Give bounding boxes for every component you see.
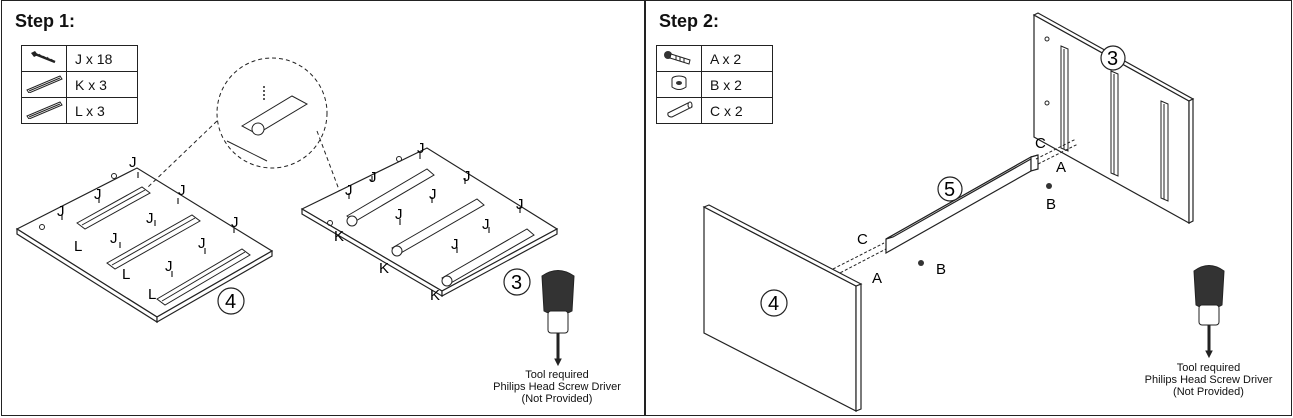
part-label: L x 3	[66, 97, 138, 124]
step2-panel: Step 2: A x 2 B x 2 C x 2	[645, 0, 1292, 416]
part-label: B x 2	[701, 71, 773, 98]
callout-j: J	[110, 230, 118, 247]
callout-a: A	[872, 270, 882, 287]
panel-number-3: 3	[1107, 48, 1118, 70]
panel-number-circle	[503, 268, 531, 296]
callout-j: J	[178, 182, 186, 199]
drawer-slides-right	[346, 168, 535, 287]
tool-not-provided: (Not Provided)	[1173, 386, 1244, 398]
cam-bolt-icon	[656, 45, 702, 72]
fitting-guides	[832, 138, 1079, 276]
callout-j: J	[482, 216, 490, 233]
callout-j: J	[146, 210, 154, 227]
tool-required-label: Tool required	[1176, 362, 1241, 374]
parts-row: J x 18	[21, 45, 138, 72]
tool-required-note: Tool required Philips Head Screw Driver …	[1126, 362, 1291, 398]
step2-illustration: 3 5 C A B C A B	[702, 12, 1225, 412]
step2-parts-list: A x 2 B x 2 C x 2	[656, 45, 773, 124]
panel-number-5: 5	[944, 179, 955, 201]
panel-5-rail	[885, 154, 1039, 255]
wooden-dowel-icon	[656, 97, 702, 124]
tool-required-label: Tool required	[525, 369, 589, 381]
drawer-slides-left	[76, 186, 251, 306]
tool-name: Philips Head Screw Driver	[493, 381, 621, 393]
callout-l: L	[148, 286, 156, 303]
step1-illustration: J J J J J J J J J L L L 4	[15, 57, 575, 367]
callout-b: B	[936, 261, 946, 278]
callout-j: J	[463, 168, 471, 185]
tool-required-note: Tool required Philips Head Screw Driver …	[472, 369, 642, 405]
callout-j: J	[395, 206, 403, 223]
step1-panel: Step 1: J x 18 K x 3 L x 3	[1, 0, 645, 416]
screws-right	[348, 153, 521, 253]
callout-c: C	[857, 231, 868, 248]
callout-j: J	[345, 182, 353, 199]
callout-j: J	[129, 154, 137, 171]
step1-parts-list: J x 18 K x 3 L x 3	[21, 45, 138, 124]
callout-j: J	[231, 214, 239, 231]
callout-j: J	[429, 186, 437, 203]
panel-number-circle	[760, 289, 788, 317]
panel-number-circle	[937, 176, 963, 202]
callout-l: L	[122, 266, 130, 283]
parts-row: A x 2	[656, 45, 773, 72]
callout-j: J	[57, 203, 65, 220]
callout-k: K	[334, 228, 344, 245]
callout-j: J	[198, 235, 206, 252]
callout-a: A	[1056, 159, 1066, 176]
callout-j: J	[451, 236, 459, 253]
panel-number-4: 4	[225, 291, 236, 313]
callout-j: J	[516, 196, 524, 213]
screw-icon	[21, 45, 67, 72]
callout-k: K	[430, 287, 440, 304]
parts-row: L x 3	[21, 97, 138, 124]
cam-lock-icon	[1046, 183, 1052, 189]
zoom-detail	[146, 57, 348, 212]
vertical-slides	[1060, 45, 1169, 202]
cam-lock-icon	[918, 260, 924, 266]
part-label: C x 2	[701, 97, 773, 124]
callout-j: J	[369, 169, 377, 186]
callout-b: B	[1046, 196, 1056, 213]
panel-number-circle	[1100, 45, 1126, 71]
callout-k: K	[379, 260, 389, 277]
callout-j: J	[94, 186, 102, 203]
parts-row: C x 2	[656, 97, 773, 124]
callout-c: C	[1035, 135, 1046, 152]
panel-number-4: 4	[768, 293, 779, 315]
callout-j: J	[165, 258, 173, 275]
step2-title: Step 2:	[659, 11, 720, 31]
screwdriver-icon	[1193, 265, 1225, 359]
callout-j: J	[417, 140, 425, 157]
panel-number-3: 3	[511, 272, 522, 294]
step1-title: Step 1:	[15, 11, 76, 31]
screws-left	[61, 172, 235, 277]
tool-not-provided: (Not Provided)	[521, 393, 593, 405]
screwdriver-icon	[541, 270, 575, 367]
part-label: K x 3	[66, 71, 138, 98]
part-label: J x 18	[66, 45, 138, 72]
callout-l: L	[74, 238, 82, 255]
panel-number-circle	[217, 287, 245, 315]
tool-name: Philips Head Screw Driver	[1144, 374, 1273, 386]
